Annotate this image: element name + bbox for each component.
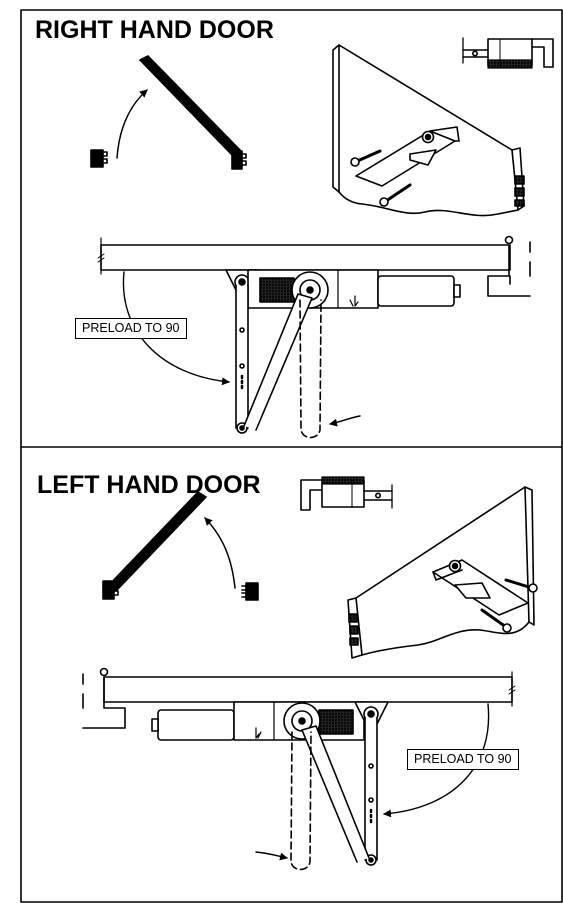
jamb-block-left [90,149,108,168]
left-preload-callout: PRELOAD TO 90 [407,749,519,770]
right-hand-door-title: RIGHT HAND DOOR [35,16,274,44]
left-door-swing-diagram-icon [102,491,259,601]
right-door-swing-diagram-icon [90,55,247,170]
right-preload-callout: PRELOAD TO 90 [75,318,187,339]
jamb-block-right [231,150,247,170]
left-door-screw-mounting-view-icon [347,486,538,659]
left-arm-bracket-detail-icon [300,476,393,511]
right-door-screw-mounting-view-icon [332,44,525,217]
right-arm-bracket-detail-icon [462,37,554,69]
right-door-closer-assembly-icon [97,235,531,439]
sheet-border [20,9,563,903]
jamb-block-right [241,582,259,601]
jamb-block-left [102,580,119,600]
left-door-closer-assembly-icon [82,667,516,871]
left-hand-door-title: LEFT HAND DOOR [37,471,261,499]
